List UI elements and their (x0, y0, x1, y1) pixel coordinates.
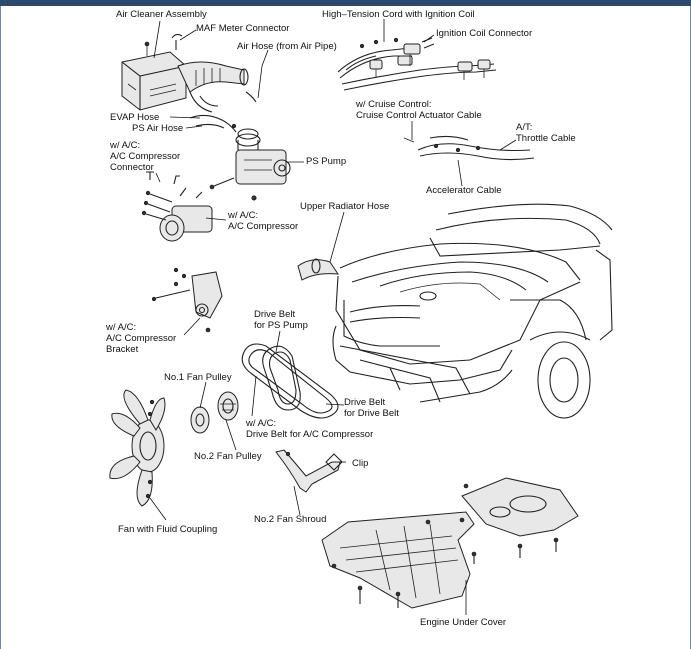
label-ac-bracket-line1: w/ A/C: (106, 322, 137, 333)
label-high-tension-cord: High–Tension Cord with Ignition Coil (322, 9, 475, 20)
air-cleaner-assembly-drawing (121, 33, 257, 113)
label-ac-compressor-line2: A/C Compressor (228, 221, 299, 232)
no2-fan-shroud-drawing (275, 449, 343, 493)
label-engine-under-cover: Engine Under Cover (420, 617, 507, 628)
leader-lines (149, 19, 517, 615)
label-drive-belt-ac-line2: Drive Belt for A/C Compressor (246, 429, 374, 440)
engine-under-cover-drawing (321, 477, 579, 609)
label-cruise-control-line2: Cruise Control Actuator Cable (356, 110, 482, 121)
label-at-line1: A/T: (516, 122, 533, 133)
label-drive-belt-ac-line1: w/ A/C: (246, 418, 277, 429)
label-no1-fan-pulley: No.1 Fan Pulley (164, 372, 232, 383)
label-ps-pump: PS Pump (306, 156, 347, 167)
accelerator-cable-drawing (403, 135, 535, 161)
label-no2-fan-pulley: No.2 Fan Pulley (194, 451, 262, 462)
label-drive-belt-ps-line1: Drive Belt (254, 309, 296, 320)
label-ac-bracket-line2: A/C Compressor (106, 333, 177, 344)
label-ac-connector-line3: Connector (110, 162, 154, 173)
window-top-bar (0, 0, 691, 6)
label-ignition-coil-connector: Ignition Coil Connector (436, 28, 533, 39)
label-ac-compressor-line1: w/ A/C: (228, 210, 259, 221)
label-air-hose: Air Hose (from Air Pipe) (237, 41, 337, 52)
frame-left-border (0, 6, 1, 649)
label-drive-belt-drive-line2: for Drive Belt (344, 408, 399, 419)
upper-radiator-hose-drawing (297, 258, 339, 281)
label-upper-radiator-hose: Upper Radiator Hose (300, 201, 390, 212)
label-clip: Clip (352, 458, 369, 469)
label-drive-belt-drive-line1: Drive Belt (344, 397, 386, 408)
ps-pump-drawing (209, 128, 291, 201)
label-no2-fan-shroud: No.2 Fan Shroud (254, 514, 327, 525)
label-fan-fluid-coupling: Fan with Fluid Coupling (118, 524, 218, 535)
ac-compressor-bracket-drawing (151, 267, 223, 333)
label-ac-bracket-line3: Bracket (106, 344, 139, 355)
label-cruise-control-line1: w/ Cruise Control: (356, 99, 432, 110)
fan-with-fluid-coupling-drawing (109, 389, 166, 507)
drive-belts-drawing (241, 343, 339, 419)
evap-ps-hose-drawing (189, 114, 237, 133)
label-at-line2: Throttle Cable (516, 133, 576, 144)
ac-compressor-drawing (141, 171, 213, 242)
vehicle-body-drawing (332, 203, 613, 419)
label-maf-meter-connector: MAF Meter Connector (196, 23, 290, 34)
high-tension-cord-drawing (337, 37, 497, 91)
label-ac-connector-line2: A/C Compressor (110, 151, 181, 162)
label-air-cleaner-assembly: Air Cleaner Assembly (116, 9, 207, 20)
label-ps-air-hose: PS Air Hose (132, 123, 184, 134)
label-evap-hose: EVAP Hose (110, 112, 160, 123)
fan-pulleys-drawing (190, 391, 239, 434)
label-accelerator-cable: Accelerator Cable (426, 185, 502, 196)
label-drive-belt-ps-line2: for PS Pump (254, 320, 308, 331)
label-ac-connector-line1: w/ A/C: (110, 140, 141, 151)
